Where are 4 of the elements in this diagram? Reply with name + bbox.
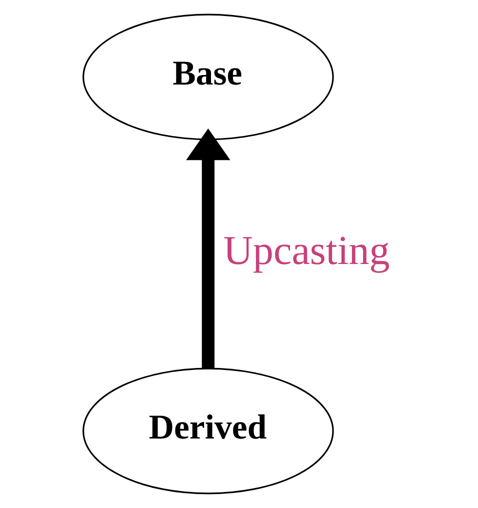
node-ellipse: Derived [82,368,334,494]
node-ellipse: Base [82,14,334,140]
edge-label: Upcasting [223,226,390,273]
arrow [186,128,230,368]
